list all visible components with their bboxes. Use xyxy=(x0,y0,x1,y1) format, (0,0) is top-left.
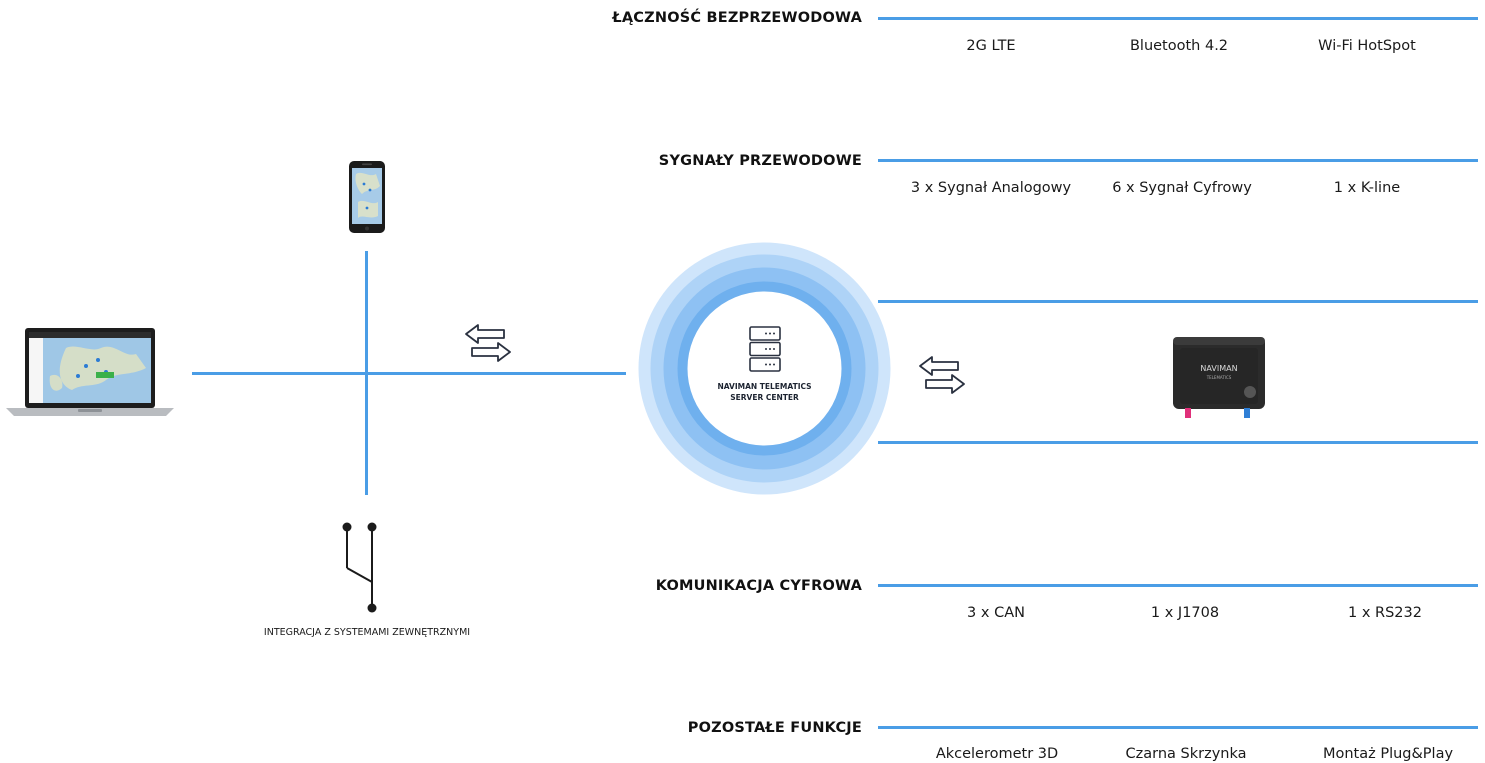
feature-item: 3 x Sygnał Analogowy xyxy=(910,180,1072,196)
feature-item: Wi-Fi HotSpot xyxy=(1318,38,1416,54)
feature-item: Akcelerometr 3D xyxy=(935,746,1059,762)
section-title-wired: SYGNAŁY PRZEWODOWE xyxy=(658,153,862,169)
section-line-digital xyxy=(878,584,1478,587)
laptop-connection-line xyxy=(192,372,626,375)
smartphone-icon xyxy=(348,160,386,234)
exchange-arrows-icon xyxy=(918,355,966,395)
section-title-digital: KOMUNIKACJA CYFROWA xyxy=(655,578,862,594)
tracker-device: NAVIMAN TELEMATICS xyxy=(1170,334,1268,418)
feature-item: 1 x J1708 xyxy=(1150,605,1220,621)
section-title-other: POZOSTAŁE FUNKCJE xyxy=(687,720,862,736)
server-title-line1: NAVIMAN TELEMATICS xyxy=(717,382,812,391)
feature-item: 1 x K-line xyxy=(1333,180,1401,196)
section-line-other xyxy=(878,726,1478,729)
laptop-icon xyxy=(6,328,174,418)
section-line-wired xyxy=(878,159,1478,162)
integration-fork-icon xyxy=(336,518,386,616)
device-brand: NAVIMAN xyxy=(1200,364,1238,373)
feature-item: Montaż Plug&Play xyxy=(1322,746,1454,762)
exchange-arrows-icon xyxy=(464,323,512,363)
server-title-line2: SERVER CENTER xyxy=(730,393,799,402)
integration-label: INTEGRACJA Z SYSTEMAMI ZEWNĘTRZNYMI xyxy=(263,627,471,638)
section-line-wireless xyxy=(878,17,1478,20)
feature-item: 3 x CAN xyxy=(967,605,1025,621)
device-sub: TELEMATICS xyxy=(1206,375,1232,380)
device-bottom-line xyxy=(878,441,1478,444)
feature-item: Bluetooth 4.2 xyxy=(1129,38,1229,54)
feature-item: Czarna Skrzynka xyxy=(1125,746,1247,762)
section-title-wireless: ŁĄCZNOŚĆ BEZPRZEWODOWA xyxy=(612,10,862,26)
phone-connection-line xyxy=(365,251,368,495)
device-top-line xyxy=(878,300,1478,303)
feature-item: 2G LTE xyxy=(966,38,1016,54)
server-rack-icon xyxy=(749,326,781,372)
server-center: NAVIMAN TELEMATICS SERVER CENTER xyxy=(638,242,891,495)
feature-item: 6 x Sygnał Cyfrowy xyxy=(1112,180,1252,196)
feature-item: 1 x RS232 xyxy=(1348,605,1422,621)
